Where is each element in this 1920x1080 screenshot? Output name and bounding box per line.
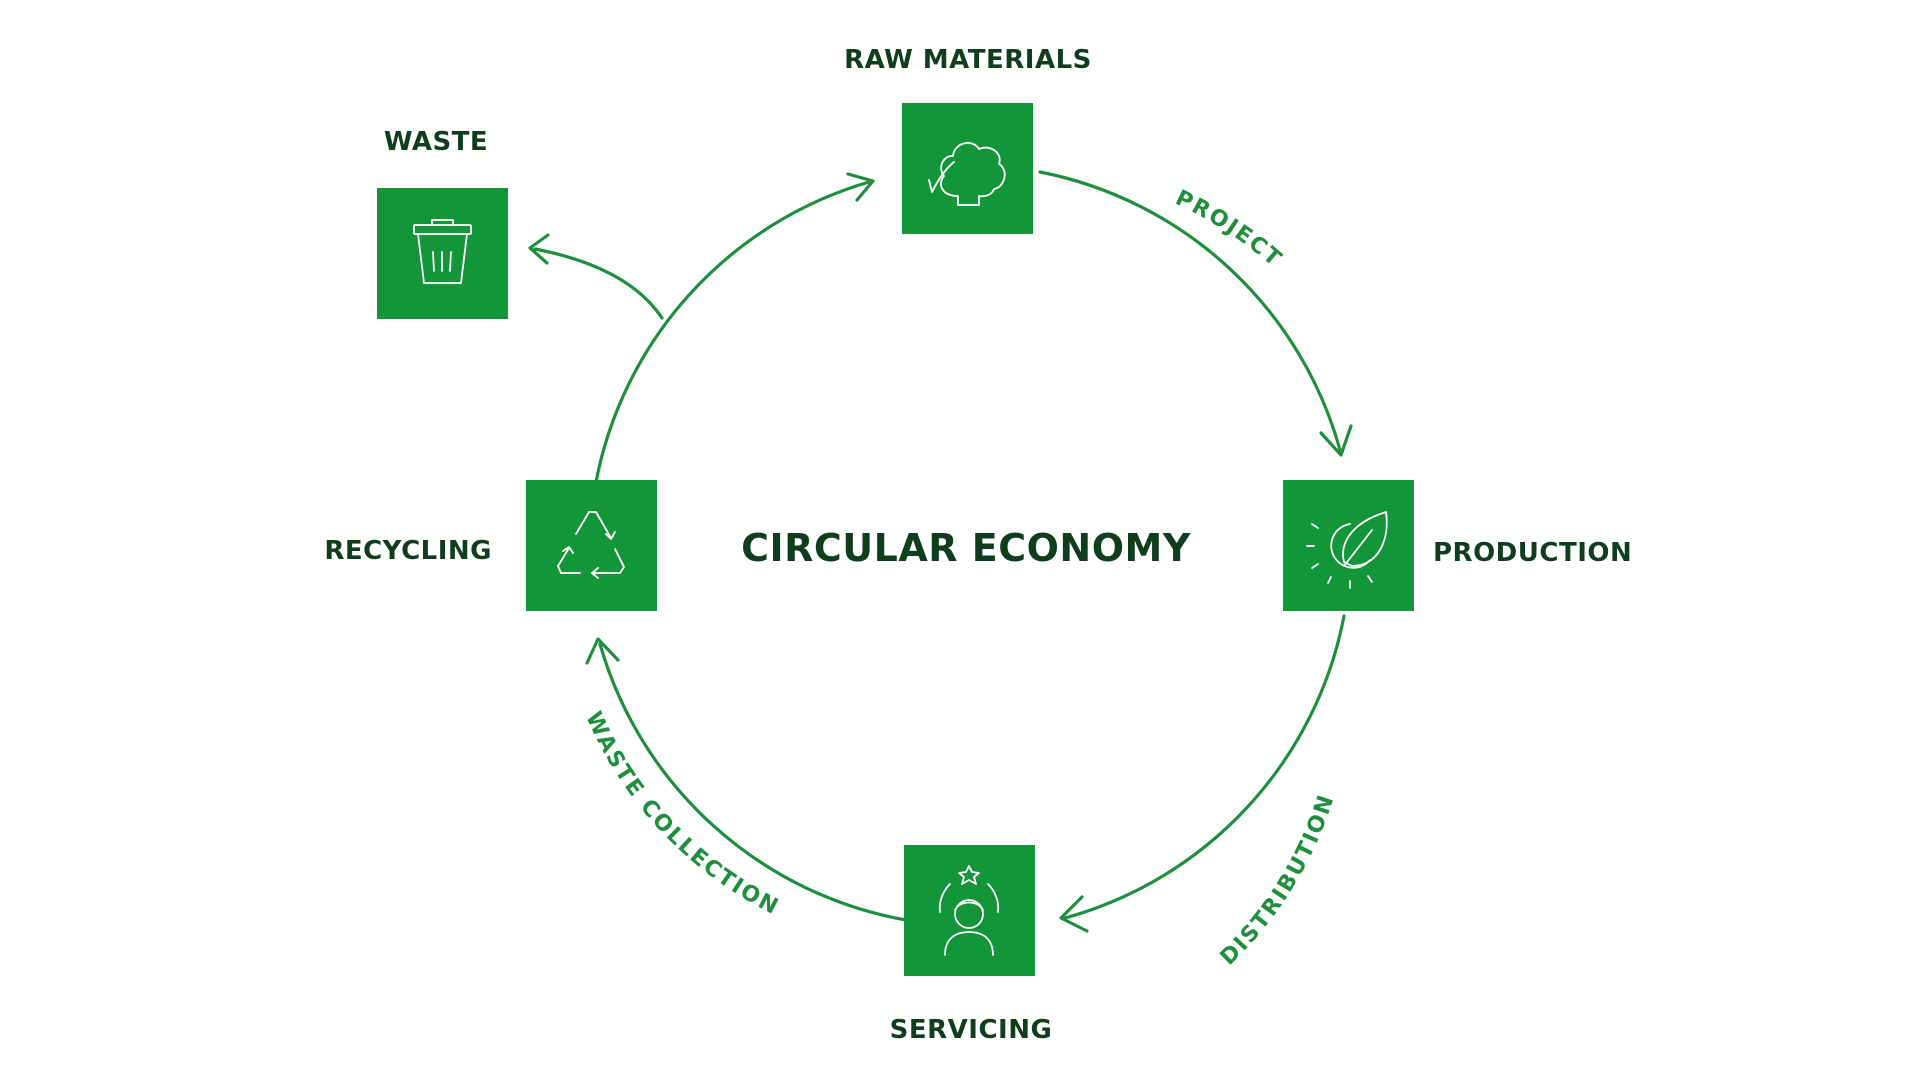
flow-label-project: PROJECT xyxy=(1171,186,1286,273)
arc-to-waste xyxy=(533,247,664,320)
recycle-icon xyxy=(557,511,625,579)
tree-icon xyxy=(928,142,1006,206)
servicing-label: SERVICING xyxy=(890,1015,1053,1045)
raw-materials-label: RAW MATERIALS xyxy=(844,45,1092,75)
arrowhead-raw-materials xyxy=(846,172,875,202)
arrowhead-waste xyxy=(528,233,550,265)
node-recycling: RECYCLING xyxy=(324,480,657,611)
trash-can-icon xyxy=(413,219,472,284)
servicing-box xyxy=(904,845,1035,976)
arrowhead-waste-collection xyxy=(585,637,620,665)
diagram-title: CIRCULAR ECONOMY xyxy=(741,526,1191,570)
recycling-box xyxy=(526,480,657,611)
raw-materials-box xyxy=(902,103,1033,234)
arrowhead-distribution xyxy=(1059,895,1089,933)
person-star-icon xyxy=(938,865,1000,956)
node-raw-materials: RAW MATERIALS xyxy=(844,45,1092,234)
production-box xyxy=(1283,480,1414,611)
node-waste: WASTE xyxy=(377,127,508,319)
arc-waste-collection xyxy=(598,642,908,922)
arrowhead-project xyxy=(1319,424,1353,457)
node-production: PRODUCTION xyxy=(1283,480,1632,611)
gear-leaf-icon xyxy=(1306,511,1388,589)
flow-label-waste-collection: WASTE COLLECTION xyxy=(580,708,783,920)
flow-label-distribution: DISTRIBUTION xyxy=(1216,791,1340,971)
waste-label: WASTE xyxy=(384,127,488,157)
arc-recycling-to-raw xyxy=(594,180,871,484)
arc-distribution xyxy=(1063,614,1346,920)
node-servicing: SERVICING xyxy=(890,845,1053,1045)
arc-project xyxy=(1038,170,1342,452)
production-label: PRODUCTION xyxy=(1433,538,1632,568)
recycling-label: RECYCLING xyxy=(324,536,492,566)
